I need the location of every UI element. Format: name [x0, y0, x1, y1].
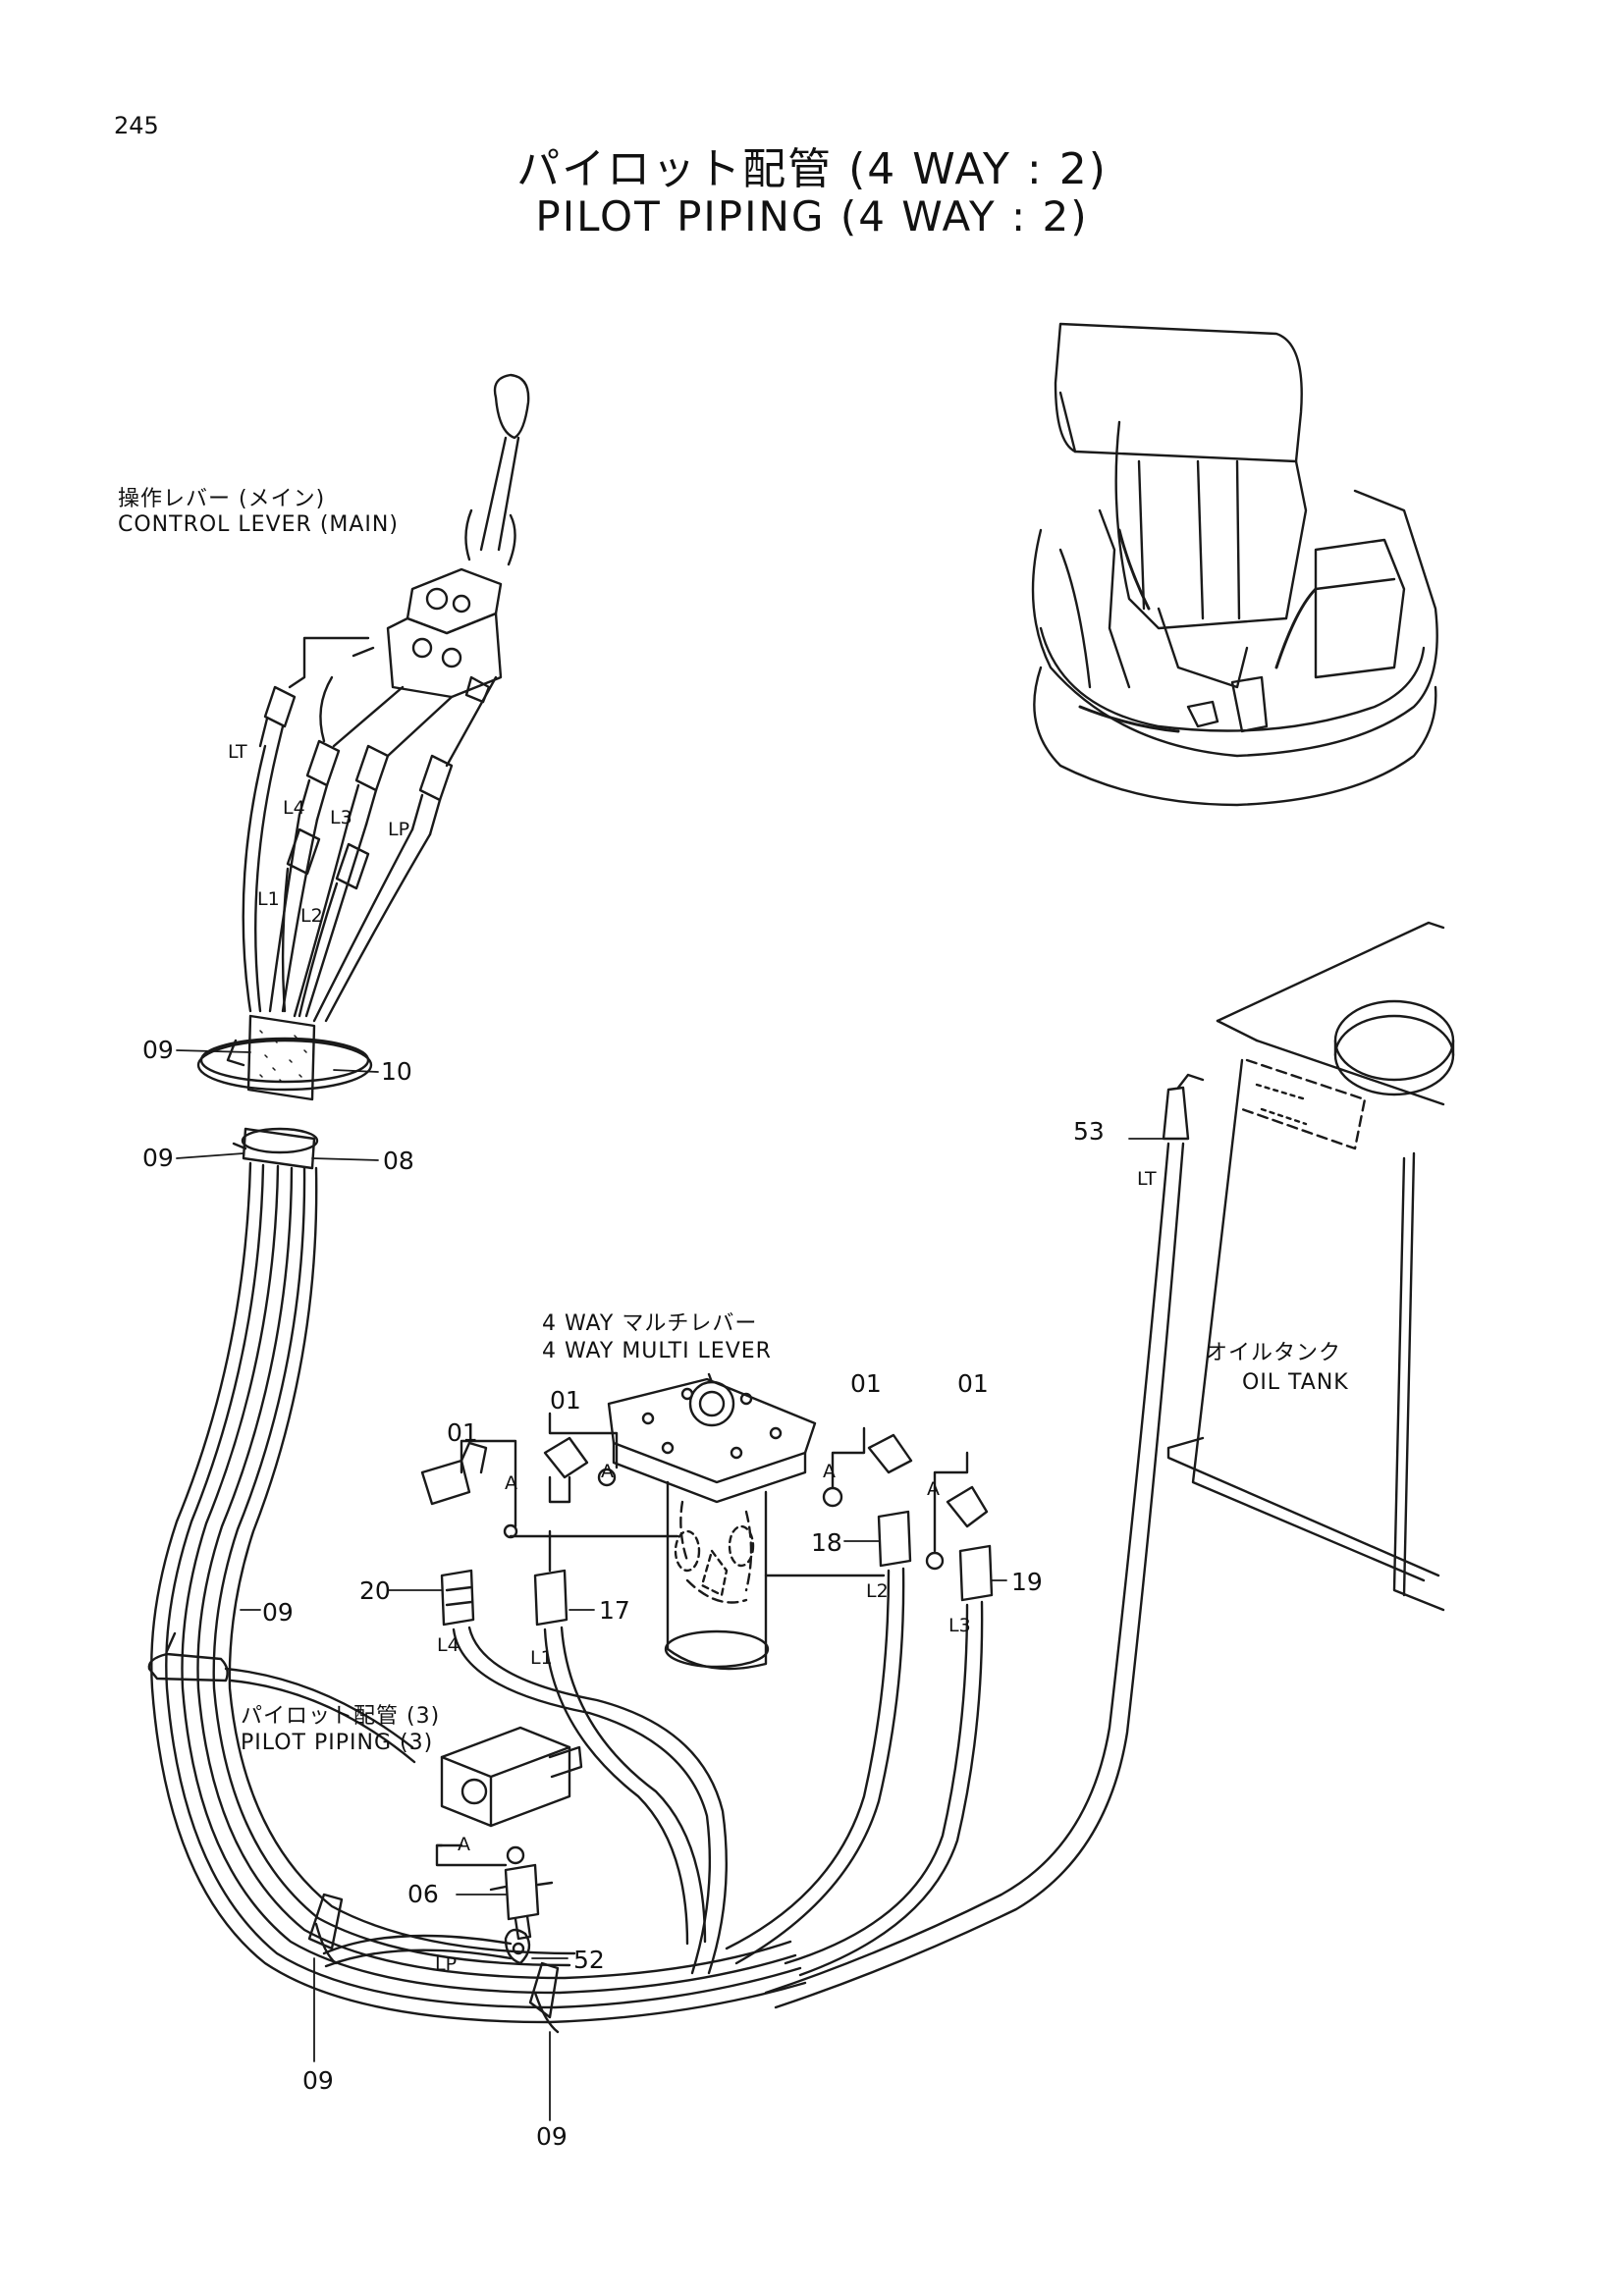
part-number-06: 06 — [407, 1880, 439, 1908]
fitting-17 — [533, 1569, 568, 1627]
control-lever-label-jp: 操作レバー (メイン) — [118, 487, 326, 511]
part-number-19: 19 — [1011, 1568, 1043, 1596]
port-tag-a-right: A — [927, 1478, 940, 1500]
multi-lever-label-en: 4 WAY MULTI LEVER — [542, 1339, 772, 1363]
multi-lever-illustration — [607, 1372, 817, 1671]
line-tag-lt-tank: LT — [1137, 1168, 1157, 1190]
port-tag-a-left: A — [505, 1472, 517, 1494]
part-number-09-bottom: 09 — [536, 2122, 568, 2151]
pilot-piping-3-illustration — [224, 1667, 583, 1968]
l3-fitting — [347, 744, 390, 827]
control-lever-label-en: CONTROL LEVER (MAIN) — [118, 512, 399, 537]
l2-fitting — [335, 842, 370, 890]
pilot-piping-3-label-en: PILOT PIPING (3) — [241, 1731, 434, 1755]
fitting-18 — [877, 1510, 912, 1568]
part-number-01-right: 01 — [957, 1369, 989, 1398]
hose-bundle — [147, 1161, 807, 2034]
part-number-09-middle: 09 — [262, 1598, 294, 1627]
line-tag-lt-upper: LT — [228, 741, 247, 763]
part-number-01-upper: 01 — [550, 1386, 581, 1415]
part-number-09-upper: 09 — [142, 1036, 174, 1064]
port-tag-a-pilot: A — [458, 1834, 470, 1855]
part-number-52: 52 — [573, 1946, 605, 1974]
leader-lines — [176, 1049, 1164, 2121]
hose-clamp-assembly — [196, 1014, 373, 1170]
line-tag-l3-lower: L3 — [948, 1615, 971, 1636]
line-tag-l1-lower: L1 — [530, 1647, 553, 1669]
oil-tank-illustration — [1166, 921, 1455, 1612]
part-number-18: 18 — [811, 1528, 842, 1557]
part-number-01-upper-right: 01 — [850, 1369, 882, 1398]
l4-fitting — [298, 739, 341, 822]
oil-tank-label-jp: オイルタンク — [1206, 1341, 1342, 1365]
port-tag-a-upper-right: A — [823, 1461, 836, 1482]
part-number-01-left: 01 — [447, 1418, 478, 1447]
part-number-09-bottom-left: 09 — [302, 2066, 334, 2095]
fitting-20 — [440, 1569, 475, 1627]
lt-fitting — [258, 685, 297, 753]
part-number-09-lower: 09 — [142, 1144, 174, 1172]
fitting-19 — [958, 1544, 994, 1602]
line-tag-lp-lower: LP — [435, 1953, 458, 1975]
part-number-10: 10 — [381, 1057, 412, 1086]
part-number-53: 53 — [1073, 1117, 1105, 1146]
line-tag-l4-upper: L4 — [283, 797, 305, 819]
control-lever-illustration — [242, 373, 530, 1023]
port-tag-a-upper: A — [601, 1461, 614, 1482]
part-number-17: 17 — [599, 1596, 630, 1625]
part-number-08: 08 — [383, 1147, 414, 1175]
pilot-piping-3-label-jp: パイロット配管 (3) — [241, 1704, 441, 1729]
part-number-20: 20 — [359, 1576, 391, 1605]
page-number: 245 — [114, 112, 159, 139]
lp-fitting — [410, 754, 454, 836]
line-tag-l2-lower: L2 — [866, 1580, 889, 1602]
multi-lever-label-jp: 4 WAY マルチレバー — [542, 1311, 758, 1336]
line-tag-l3-upper: L3 — [330, 807, 352, 828]
oil-tank-label-en: OIL TANK — [1242, 1370, 1349, 1395]
fittings-multi-lever — [420, 1073, 1205, 2009]
line-tag-lp-upper: LP — [388, 819, 410, 840]
line-tag-l4-lower: L4 — [437, 1634, 460, 1656]
line-tag-l1-upper: L1 — [257, 888, 280, 910]
cab-illustration — [1031, 322, 1438, 807]
page-title-english: PILOT PIPING (4 WAY : 2) — [535, 192, 1089, 240]
page-title-japanese: パイロット配管 (4 WAY : 2) — [516, 144, 1108, 194]
line-tag-l2-upper: L2 — [300, 905, 323, 927]
